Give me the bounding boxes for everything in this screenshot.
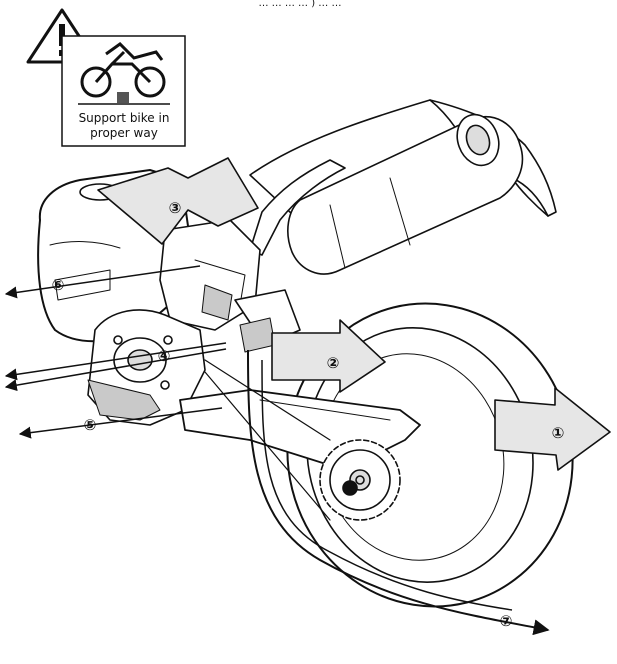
drive-chain [204,359,331,521]
exhaust-silencer [287,113,524,275]
leader-7-secondary [261,359,513,611]
leader-4b [4,348,227,392]
leader-6 [4,265,201,299]
rear-sprocket [319,439,401,521]
leader-arrows [4,265,550,636]
callout-1: ① [552,424,565,442]
callout-6: ⑥ [52,276,65,294]
arrow-1 [494,387,611,471]
callout-3: ③ [169,199,182,217]
motorcycle-drawing [37,99,574,608]
arrow-3 [97,157,259,245]
leader-4a [4,342,227,381]
frame [159,219,301,353]
sign-caption-line1: Support bike in [79,111,170,125]
callout-2: ② [327,354,340,372]
callout-labels: ① ② ③ ④ ⑤ ⑥ ⑦ [52,199,565,630]
callout-5: ⑤ [84,416,97,434]
callout-7: ⑦ [500,612,513,630]
leader-5 [18,407,223,439]
sign-caption-line2: proper way [90,126,158,140]
arrow-2 [271,319,386,393]
leader-7 [247,349,550,636]
callout-4: ④ [158,347,171,365]
mudguard-arm [249,159,346,256]
rear-axle [342,480,358,496]
motorcycle-stand-icon [78,42,170,105]
lift-direction-arrows [97,157,611,471]
skid-plate [87,379,161,421]
header-fragment: … … … … ) … … [259,0,342,9]
warning-sign: Support bike in proper way [26,8,186,147]
